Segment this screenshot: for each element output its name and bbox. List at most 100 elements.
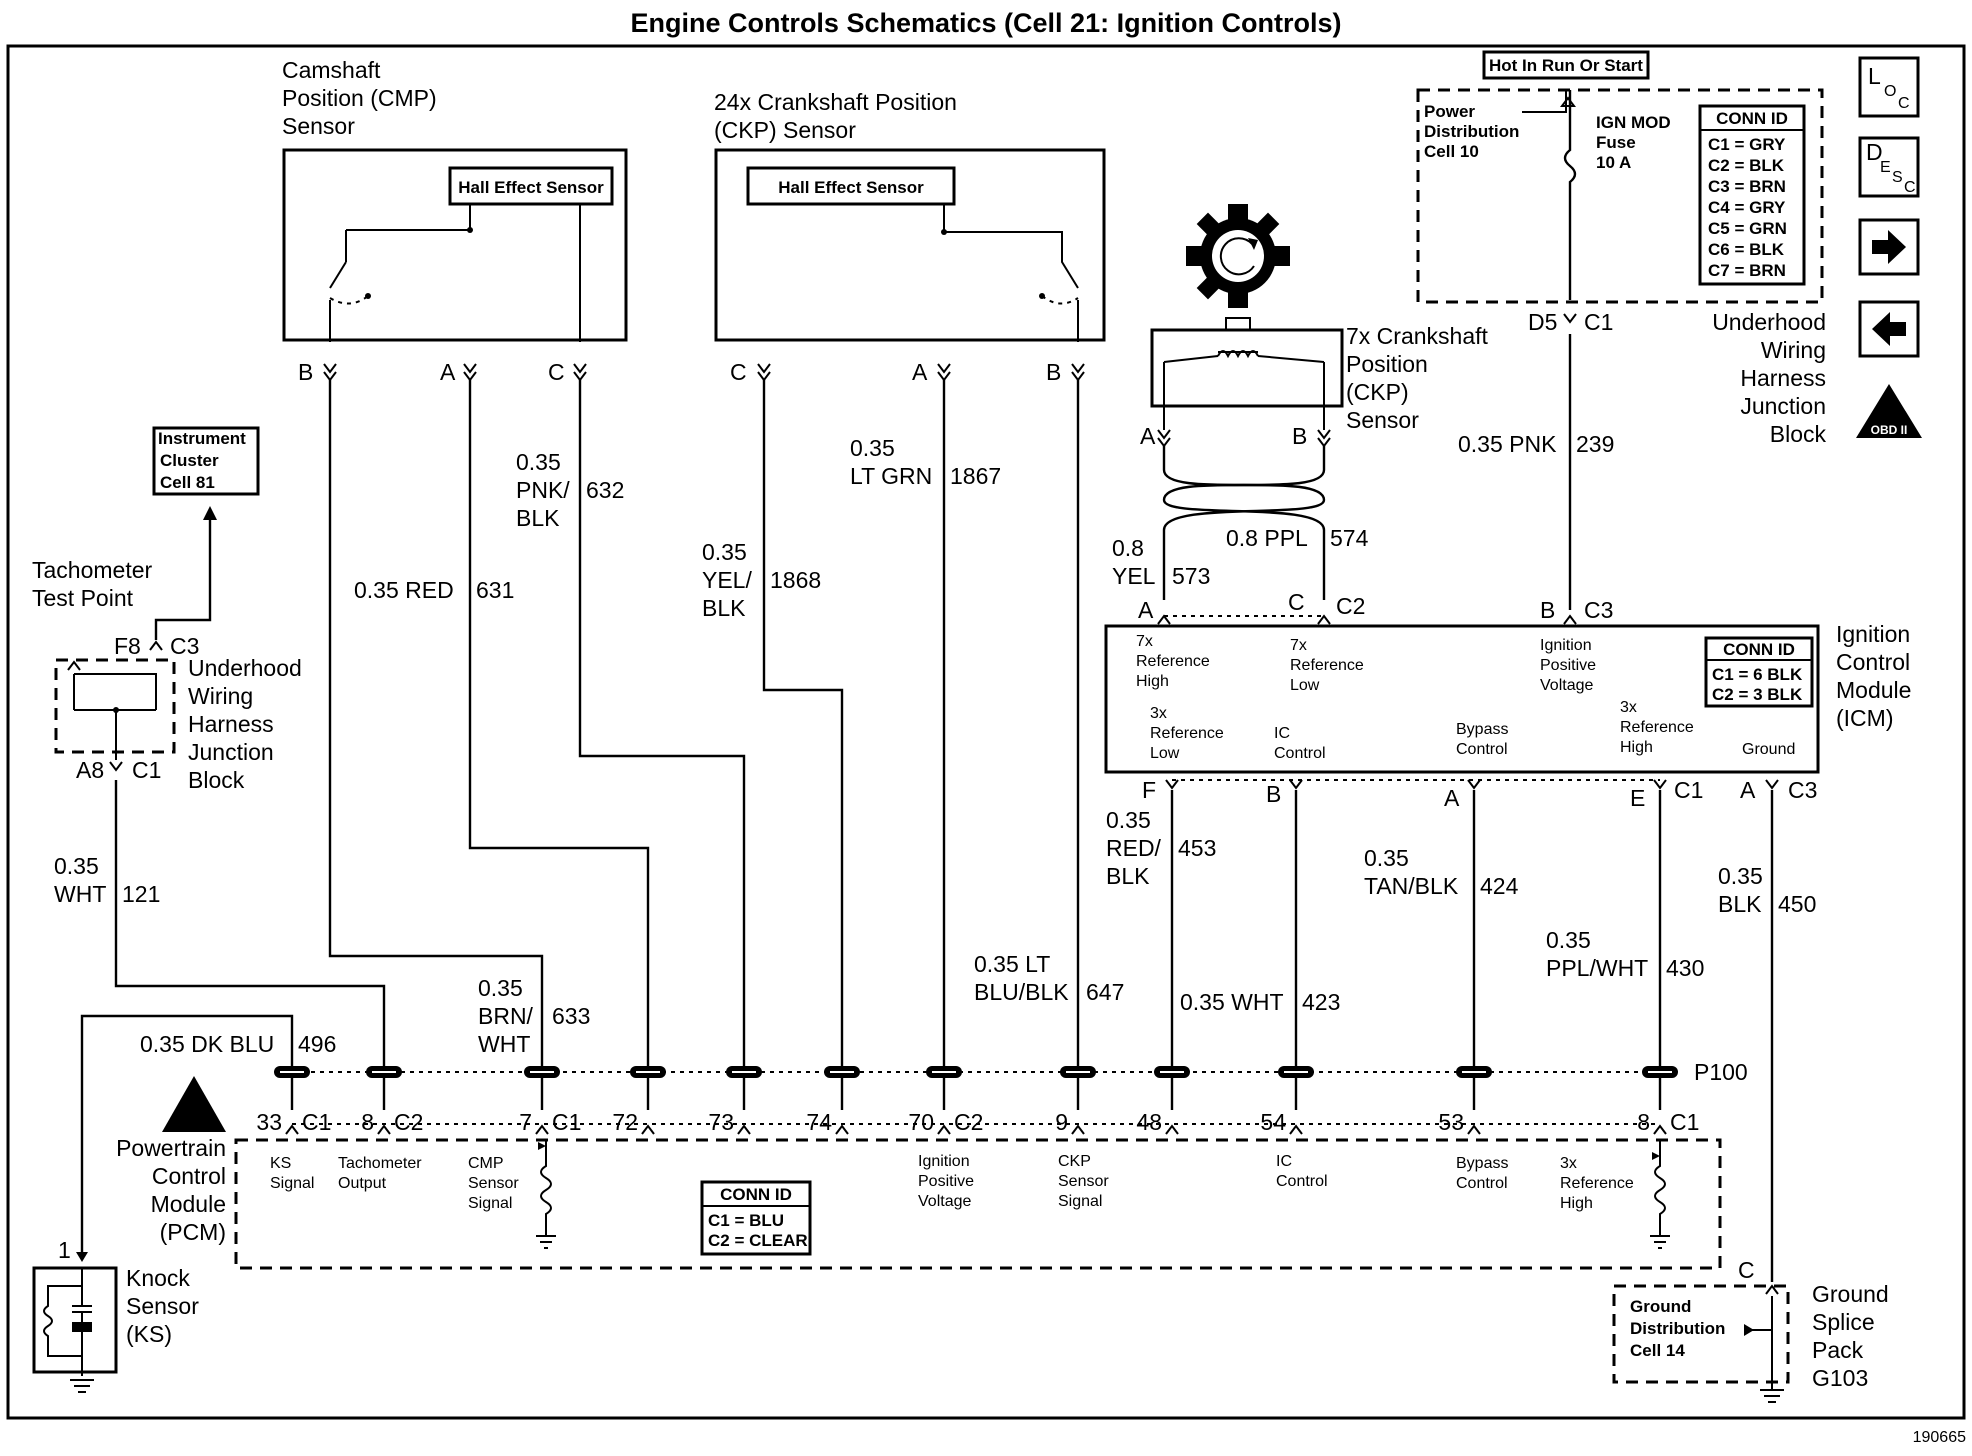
underhood-fuse-block: Hot In Run Or Start Power Distribution C… [1416,50,1826,447]
p100-connector-mark [1060,1066,1096,1078]
fuse-pin-d5: D5 [1528,309,1557,335]
tach-label-2: Test Point [32,585,134,611]
knock-sensor: 1 Knock Sensor (KS) [32,1237,199,1393]
w1867-circuit: 1867 [950,463,1001,489]
icm-label-2: Control [1836,649,1910,675]
w573-gauge: 0.8 [1112,535,1144,561]
pcm-conn-title: CONN ID [720,1185,792,1204]
pcm-cmp-3: Signal [468,1195,512,1212]
loc-letter-l: L [1868,63,1881,89]
icm-ground: Ground [1742,741,1795,758]
w450-gauge: 0.35 [1718,863,1763,889]
fuse-conn-row: C3 = BRN [1708,177,1786,196]
pcm-pin-number: 7 [519,1109,532,1135]
cmp-pin-a: A [440,359,456,385]
ckp24-label-1: 24x Crankshaft Position [714,89,957,115]
ckp7-pin-b: B [1292,423,1307,449]
arrow-left-icon[interactable] [1858,300,1920,358]
pdc-label-2: Distribution [1424,122,1519,141]
wire-labels: 0.35 WHT 121 0.35 DK BLU 496 0.35 RED 63… [54,431,1816,1057]
cmp-pin-labels: B A C [298,359,587,385]
ground-label-2: Splice [1812,1309,1875,1335]
obd-ii-warning-icon[interactable]: OBD II [1856,384,1922,438]
pcm-ks-2: Signal [270,1175,314,1192]
arrow-right-icon[interactable] [1858,218,1920,276]
pcm-ckp-1: CKP [1058,1153,1091,1170]
instrument-cluster-ref[interactable]: Instrument Cluster Cell 81 [152,426,260,496]
knock-label-1: Knock [126,1265,190,1291]
pcm-ckp-3: Signal [1058,1193,1102,1210]
pcm-tach-2: Output [338,1175,387,1192]
pcm-pin-number: 54 [1260,1109,1286,1135]
ckp7-label-1: 7x Crankshaft [1346,323,1489,349]
icm-7x-low-1: 7x [1290,637,1307,654]
w496-circuit: 496 [298,1031,336,1057]
tach-block-label-1: Underhood [188,655,302,681]
pcm-pin-number: 33 [256,1109,282,1135]
diagram-title: Engine Controls Schematics (Cell 21: Ign… [630,8,1341,38]
icm-label-3: Module [1836,677,1911,703]
esd-warning-icon [162,1076,226,1132]
icm-ign-pos-1: Ignition [1540,637,1592,654]
icm-pin-b: B [1540,597,1555,623]
w453-color-2: BLK [1106,863,1150,889]
p100-connector-mark [726,1066,762,1078]
pcm-cmp-1: CMP [468,1155,504,1172]
w574-circuit: 574 [1330,525,1369,551]
pcm-3x-high-2: Reference [1560,1175,1634,1192]
w633-gauge: 0.35 [478,975,523,1001]
fuse-block-label-1: Underhood [1712,309,1826,335]
icm-conn-title: CONN ID [1723,640,1795,659]
fuse-rating: 10 A [1596,153,1631,172]
p100-label: P100 [1694,1059,1748,1085]
w430-color: PPL/WHT [1546,955,1648,981]
pcm-ign-3: Voltage [918,1193,971,1210]
pcm-ks-1: KS [270,1155,291,1172]
ground-inner-1: Ground [1630,1297,1691,1316]
desc-letter-s: S [1892,169,1903,186]
ground-label-1: Ground [1812,1281,1889,1307]
pcm-pin: 54 [1260,1109,1303,1135]
ckp24-pin-a: A [912,359,928,385]
w1868-circuit: 1868 [770,567,821,593]
pcm-pin: 73 [708,1109,751,1135]
w496-gauge-color: 0.35 DK BLU [140,1031,274,1057]
pcm-pin-number: 73 [708,1109,734,1135]
fuse-conn-row: C6 = BLK [1708,240,1785,259]
cmp-label-1: Camshaft [282,57,381,83]
instrument-label-1: Instrument [158,429,246,448]
icm-conn-c2: C2 = 3 BLK [1712,685,1803,704]
pcm-pin-connector: C2 [394,1109,423,1135]
desc-icon[interactable]: D E S C [1858,136,1920,198]
w453-circuit: 453 [1178,835,1216,861]
tach-block-label-4: Junction [188,739,274,765]
icm-pin-c: C [1288,589,1305,615]
w1867-color: LT GRN [850,463,932,489]
w633-circuit: 633 [552,1003,590,1029]
w450-color: BLK [1718,891,1762,917]
loc-icon[interactable]: L O C [1858,56,1920,118]
ckp7-pin-a: A [1140,423,1156,449]
ckp24-pin-b: B [1046,359,1061,385]
figure-number: 190665 [1913,1429,1966,1446]
ckp7-label-2: Position [1346,351,1428,377]
fuse-conn-row: C7 = BRN [1708,261,1786,280]
fuse-name: IGN MOD [1596,113,1671,132]
ground-splice-pack: C Ground Distribution Cell 14 Ground Spl… [1612,1257,1889,1403]
ckp24-pin-labels: C A B [730,359,1085,385]
p100-connector-mark [524,1066,560,1078]
icm-3x-low-2: Reference [1150,725,1224,742]
icm-3x-high-2: Reference [1620,719,1694,736]
pcm-ic-2: Control [1276,1173,1328,1190]
fuse-conn-row: C1 = GRY [1708,135,1786,154]
cmp-label-2: Position (CMP) [282,85,437,111]
pcm-pin: 72 [612,1109,655,1135]
icm-3x-high-1: 3x [1620,699,1637,716]
fuse-conn-row: C4 = GRY [1708,198,1786,217]
pcm-pin: 48 [1136,1109,1179,1135]
